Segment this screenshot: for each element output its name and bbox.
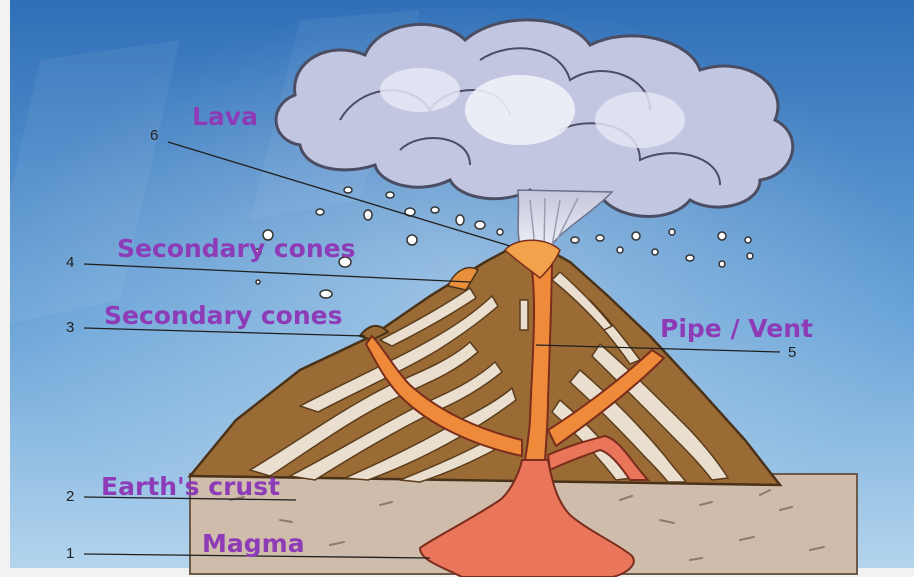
callout-number-4: 4 bbox=[66, 255, 74, 270]
label-earths-crust: Earth's crust bbox=[101, 474, 280, 499]
callout-number-6: 6 bbox=[150, 128, 158, 143]
callout-number-2: 2 bbox=[66, 489, 74, 504]
callout-number-5: 5 bbox=[788, 345, 796, 360]
callout-number-1: 1 bbox=[66, 546, 74, 561]
label-secondary-cones-lower: Secondary cones bbox=[104, 303, 342, 328]
callout-number-3: 3 bbox=[66, 320, 74, 335]
label-magma: Magma bbox=[202, 531, 305, 556]
label-pipe-vent: Pipe / Vent bbox=[660, 316, 813, 341]
label-lava: Lava bbox=[192, 104, 258, 129]
label-secondary-cones-upper: Secondary cones bbox=[117, 236, 355, 261]
screen-bezel-left bbox=[0, 0, 10, 577]
